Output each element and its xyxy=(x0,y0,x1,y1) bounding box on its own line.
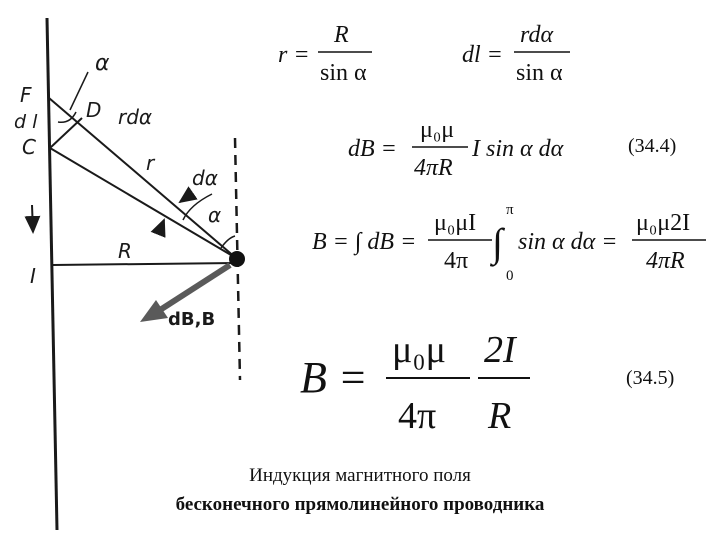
eq1-numerator: R xyxy=(333,22,349,48)
field-point-marker xyxy=(229,251,245,267)
eq2-numerator: rdα xyxy=(520,22,553,48)
label-rdalpha: rdα xyxy=(118,105,152,129)
eq2-lhs: dl = xyxy=(462,42,503,68)
perpendicular-R-line xyxy=(52,262,237,266)
eq4-numerator2: μ₀μ2I xyxy=(636,210,690,236)
eq4-numerator1: μ₀μI xyxy=(434,210,476,236)
current-arrow xyxy=(24,204,41,234)
conductor-diagram: α F d l D rdα C r dα α R I dB,B xyxy=(14,17,245,531)
label-C: C xyxy=(22,135,36,159)
eq5-lhs: B = xyxy=(300,353,368,402)
equation-B-integral: B = ∫ dB = μ₀μI 4π ∫ π 0 sin α dα = μ₀μ2… xyxy=(312,202,706,284)
eq2-denominator: sin α xyxy=(516,60,563,86)
caption-line-2: бесконечного прямолинейного проводника xyxy=(175,494,545,515)
eq1-denominator: sin α xyxy=(320,60,367,86)
alpha-angle-arc-top xyxy=(57,111,77,124)
eq5-numerator1: μ₀μ xyxy=(392,329,446,371)
equation-r: r = R sin α xyxy=(278,22,372,86)
equation-B-result: B = μ₀μ 4π 2I R (34.5) xyxy=(300,329,674,437)
label-F: F xyxy=(20,83,32,107)
dB-vector-head xyxy=(140,300,168,322)
label-dB-B: dB,B xyxy=(168,309,215,330)
alpha-leader-top xyxy=(69,71,89,111)
eq5-denominator1: 4π xyxy=(398,395,436,437)
eq4-lower-limit: 0 xyxy=(506,268,514,284)
dalpha-lower-arrow xyxy=(150,218,166,238)
label-alpha-right: α xyxy=(208,203,221,227)
label-dalpha: dα xyxy=(192,166,218,190)
eq3-rhs: I sin α dα xyxy=(471,136,564,162)
eq5-denominator2: R xyxy=(487,395,511,437)
conductor-wire xyxy=(45,17,59,531)
eq3-denominator: 4πR xyxy=(414,155,453,181)
label-dl: d l xyxy=(14,111,38,133)
eq1-lhs: r = xyxy=(278,42,310,68)
eq3-lhs: dB = xyxy=(348,136,397,162)
label-R: R xyxy=(118,239,132,263)
eq5-numerator2: 2I xyxy=(484,329,518,371)
eq3-number: (34.4) xyxy=(628,135,676,157)
equation-dl: dl = rdα sin α xyxy=(462,22,570,86)
dB-vector-shaft xyxy=(158,262,232,313)
eq3-numerator: μ₀μ xyxy=(420,117,454,143)
segment-CD xyxy=(49,117,83,149)
radius-r-line xyxy=(49,147,237,259)
eq4-denominator2: 4πR xyxy=(646,248,685,274)
alpha-angle-arc-right xyxy=(220,235,236,249)
label-alpha-top: α xyxy=(95,51,110,76)
dalpha-arrow xyxy=(178,186,198,204)
label-I: I xyxy=(30,264,36,288)
radius-from-F-line xyxy=(48,97,237,259)
equation-dB: dB = μ₀μ 4πR I sin α dα (34.4) xyxy=(348,117,676,181)
eq4-upper-limit: π xyxy=(506,202,514,218)
label-r: r xyxy=(146,151,156,175)
eq5-number: (34.5) xyxy=(626,367,674,389)
eq4-denominator1: 4π xyxy=(444,248,468,274)
label-D: D xyxy=(86,98,101,122)
caption-line-1: Индукция магнитного поля xyxy=(249,465,471,486)
eq4-integral-sign: ∫ xyxy=(489,220,506,267)
dalpha-arc xyxy=(182,193,213,221)
eq4-lhs: B = ∫ dB = xyxy=(312,229,416,256)
eq4-integrand: sin α dα = xyxy=(518,229,617,255)
